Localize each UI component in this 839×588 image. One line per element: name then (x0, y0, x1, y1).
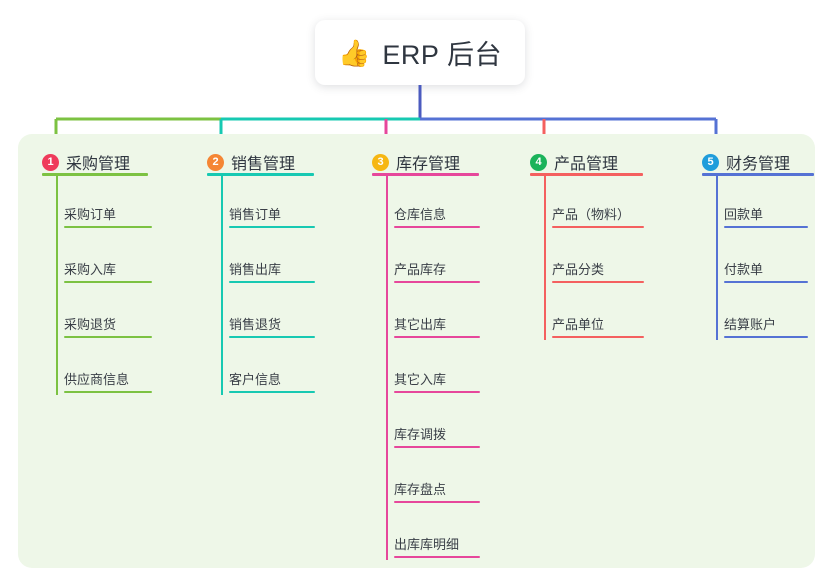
branch-item-rule (229, 281, 315, 283)
branch-title: 产品管理 (554, 156, 619, 173)
branch-item-label: 销售出库 (229, 262, 282, 277)
branch-item[interactable]: 出库库明细 (394, 528, 480, 558)
branch-item-label: 其它出库 (394, 317, 447, 332)
branch-header-4[interactable]: 4 产品管理 (530, 150, 618, 174)
branch-item[interactable]: 其它出库 (394, 308, 480, 338)
branch-item[interactable]: 库存调拨 (394, 418, 480, 448)
branch-item[interactable]: 客户信息 (229, 363, 315, 393)
branch-stem (544, 176, 546, 340)
branch-header-rule (372, 173, 479, 176)
branch-item-label: 供应商信息 (64, 372, 130, 387)
branch-item-label: 产品（物料） (552, 207, 631, 222)
branch-item-label: 回款单 (724, 207, 764, 222)
branch-item[interactable]: 销售订单 (229, 198, 315, 228)
branch-item[interactable]: 供应商信息 (64, 363, 152, 393)
branch-item-rule (552, 281, 644, 283)
branch-item[interactable]: 产品（物料） (552, 198, 644, 228)
branch-item[interactable]: 付款单 (724, 253, 808, 283)
branch-item-label: 库存调拨 (394, 427, 447, 442)
branch-item[interactable]: 产品分类 (552, 253, 644, 283)
root-node-card[interactable]: 👍 ERP 后台 (315, 20, 525, 85)
branch-header-rule (530, 173, 643, 176)
branch-header-rule (42, 173, 148, 176)
branch-item-rule (724, 281, 808, 283)
branch-item[interactable]: 产品库存 (394, 253, 480, 283)
branch-item-label: 销售订单 (229, 207, 282, 222)
branch-item-label: 仓库信息 (394, 207, 447, 222)
branch-item-label: 付款单 (724, 262, 764, 277)
branch-item-label: 采购入库 (64, 262, 117, 277)
branch-item-label: 采购退货 (64, 317, 117, 332)
branch-item-rule (64, 391, 152, 393)
branch-item-rule (724, 336, 808, 338)
branch-number-badge: 1 (42, 153, 59, 171)
branch-header-5[interactable]: 5 财务管理 (702, 150, 790, 174)
branch-title: 库存管理 (396, 156, 461, 173)
branch-header-rule (207, 173, 314, 176)
branch-item[interactable]: 结算账户 (724, 308, 808, 338)
branch-title: 采购管理 (66, 156, 131, 173)
branch-item-rule (394, 391, 480, 393)
branch-item[interactable]: 销售出库 (229, 253, 315, 283)
branch-item[interactable]: 库存盘点 (394, 473, 480, 503)
branch-number-badge: 2 (207, 153, 224, 171)
branch-stem (716, 176, 718, 340)
branch-item-label: 库存盘点 (394, 482, 447, 497)
branch-item-label: 客户信息 (229, 372, 282, 387)
branch-item-label: 出库库明细 (394, 537, 460, 552)
branch-item-rule (394, 556, 480, 558)
branch-item[interactable]: 销售退货 (229, 308, 315, 338)
branch-number-badge: 4 (530, 153, 547, 171)
branch-item[interactable]: 采购入库 (64, 253, 152, 283)
branch-stem (221, 176, 223, 395)
branch-item[interactable]: 其它入库 (394, 363, 480, 393)
branch-item-rule (394, 336, 480, 338)
branch-header-2[interactable]: 2 销售管理 (207, 150, 295, 174)
branch-item-rule (724, 226, 808, 228)
branch-stem (386, 176, 388, 560)
branch-item-rule (64, 281, 152, 283)
branch-item-rule (552, 336, 644, 338)
branch-header-1[interactable]: 1 采购管理 (42, 150, 130, 174)
root-node-content: 👍 ERP 后台 (338, 33, 502, 72)
thumbs-up-icon: 👍 (338, 37, 371, 68)
branch-item[interactable]: 仓库信息 (394, 198, 480, 228)
branch-item-rule (229, 226, 315, 228)
branch-item-rule (552, 226, 644, 228)
branch-item-label: 结算账户 (724, 317, 777, 332)
branch-item-rule (229, 336, 315, 338)
branch-item-rule (64, 336, 152, 338)
branch-item-rule (229, 391, 315, 393)
branch-item-rule (394, 446, 480, 448)
branch-header-rule (702, 173, 814, 176)
branch-item-label: 其它入库 (394, 372, 447, 387)
branch-title: 财务管理 (726, 156, 791, 173)
branch-item-rule (394, 226, 480, 228)
branches-panel (18, 134, 815, 568)
branch-item[interactable]: 回款单 (724, 198, 808, 228)
branch-item-label: 采购订单 (64, 207, 117, 222)
branch-item[interactable]: 采购退货 (64, 308, 152, 338)
branch-item[interactable]: 采购订单 (64, 198, 152, 228)
branch-item-label: 销售退货 (229, 317, 282, 332)
branch-number-badge: 5 (702, 153, 719, 171)
branch-title: 销售管理 (231, 156, 296, 173)
branch-number-badge: 3 (372, 153, 389, 171)
branch-item-label: 产品库存 (394, 262, 447, 277)
branch-item-rule (394, 501, 480, 503)
branch-item-label: 产品分类 (552, 262, 605, 277)
branch-item[interactable]: 产品单位 (552, 308, 644, 338)
branch-stem (56, 176, 58, 395)
branch-item-rule (394, 281, 480, 283)
branch-item-label: 产品单位 (552, 317, 605, 332)
branch-item-rule (64, 226, 152, 228)
branch-header-3[interactable]: 3 库存管理 (372, 150, 460, 174)
root-node-title: ERP 后台 (382, 40, 502, 70)
